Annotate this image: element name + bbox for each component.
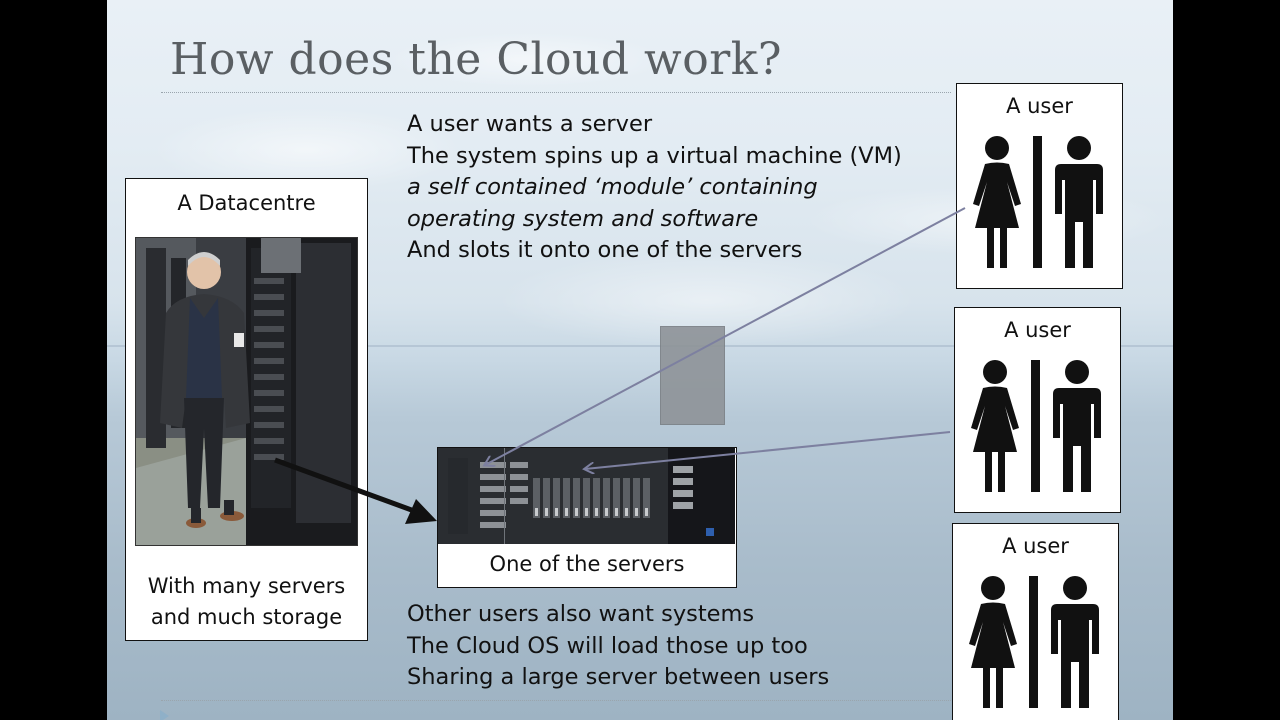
- server-caption: One of the servers: [489, 552, 685, 576]
- datacentre-to-server-arrow: [274, 457, 418, 515]
- footer-triangle-icon: [160, 710, 169, 720]
- datacentre-arrowhead: [405, 499, 437, 524]
- datacentre-caption-line: With many servers: [147, 574, 346, 598]
- restroom-people-icon: [973, 136, 1103, 268]
- datacentre-title: A Datacentre: [177, 191, 316, 215]
- datacentre-caption: With many servers and much storage: [126, 571, 367, 633]
- slide: How does the Cloud work? A user wants a …: [107, 0, 1173, 720]
- footer-divider: [161, 700, 951, 701]
- intro-line-italic: a self contained ‘module’ containing: [407, 174, 818, 200]
- intro-line: And slots it onto one of the servers: [407, 237, 803, 263]
- user-card-1: A user: [956, 83, 1123, 289]
- outro-text: Other users also want systems The Cloud …: [407, 599, 829, 694]
- user2-arrow: [585, 431, 951, 469]
- user1-arrow: [485, 207, 966, 465]
- intro-line-italic: operating system and software: [407, 205, 759, 232]
- slide-title: How does the Cloud work?: [170, 34, 782, 85]
- outro-line: Other users also want systems: [407, 601, 755, 627]
- datacentre-photo-image: [136, 238, 357, 545]
- arrows-overlay: [274, 207, 966, 524]
- intro-line: The system spins up a virtual machine (V…: [407, 142, 902, 169]
- user-label: A user: [1004, 318, 1071, 342]
- user-card-2: A user: [954, 307, 1121, 513]
- datacentre-box: A Datacentre: [125, 178, 368, 641]
- restroom-people-icon: [971, 360, 1101, 492]
- datacentre-photo: [135, 237, 358, 546]
- user-card-3: A user: [952, 523, 1119, 720]
- intro-text: A user wants a server The system spins u…: [407, 109, 902, 267]
- user-label: A user: [1002, 534, 1069, 558]
- horizon-line: [107, 345, 1173, 347]
- datacentre-caption-line: and much storage: [150, 605, 343, 629]
- restroom-people-icon: [969, 576, 1099, 708]
- outro-line: Sharing a large server between users: [407, 664, 830, 690]
- intro-line: A user wants a server: [407, 111, 653, 137]
- user-label: A user: [1006, 94, 1073, 118]
- outro-line: The Cloud OS will load those up too: [407, 632, 808, 659]
- title-divider: [161, 92, 951, 93]
